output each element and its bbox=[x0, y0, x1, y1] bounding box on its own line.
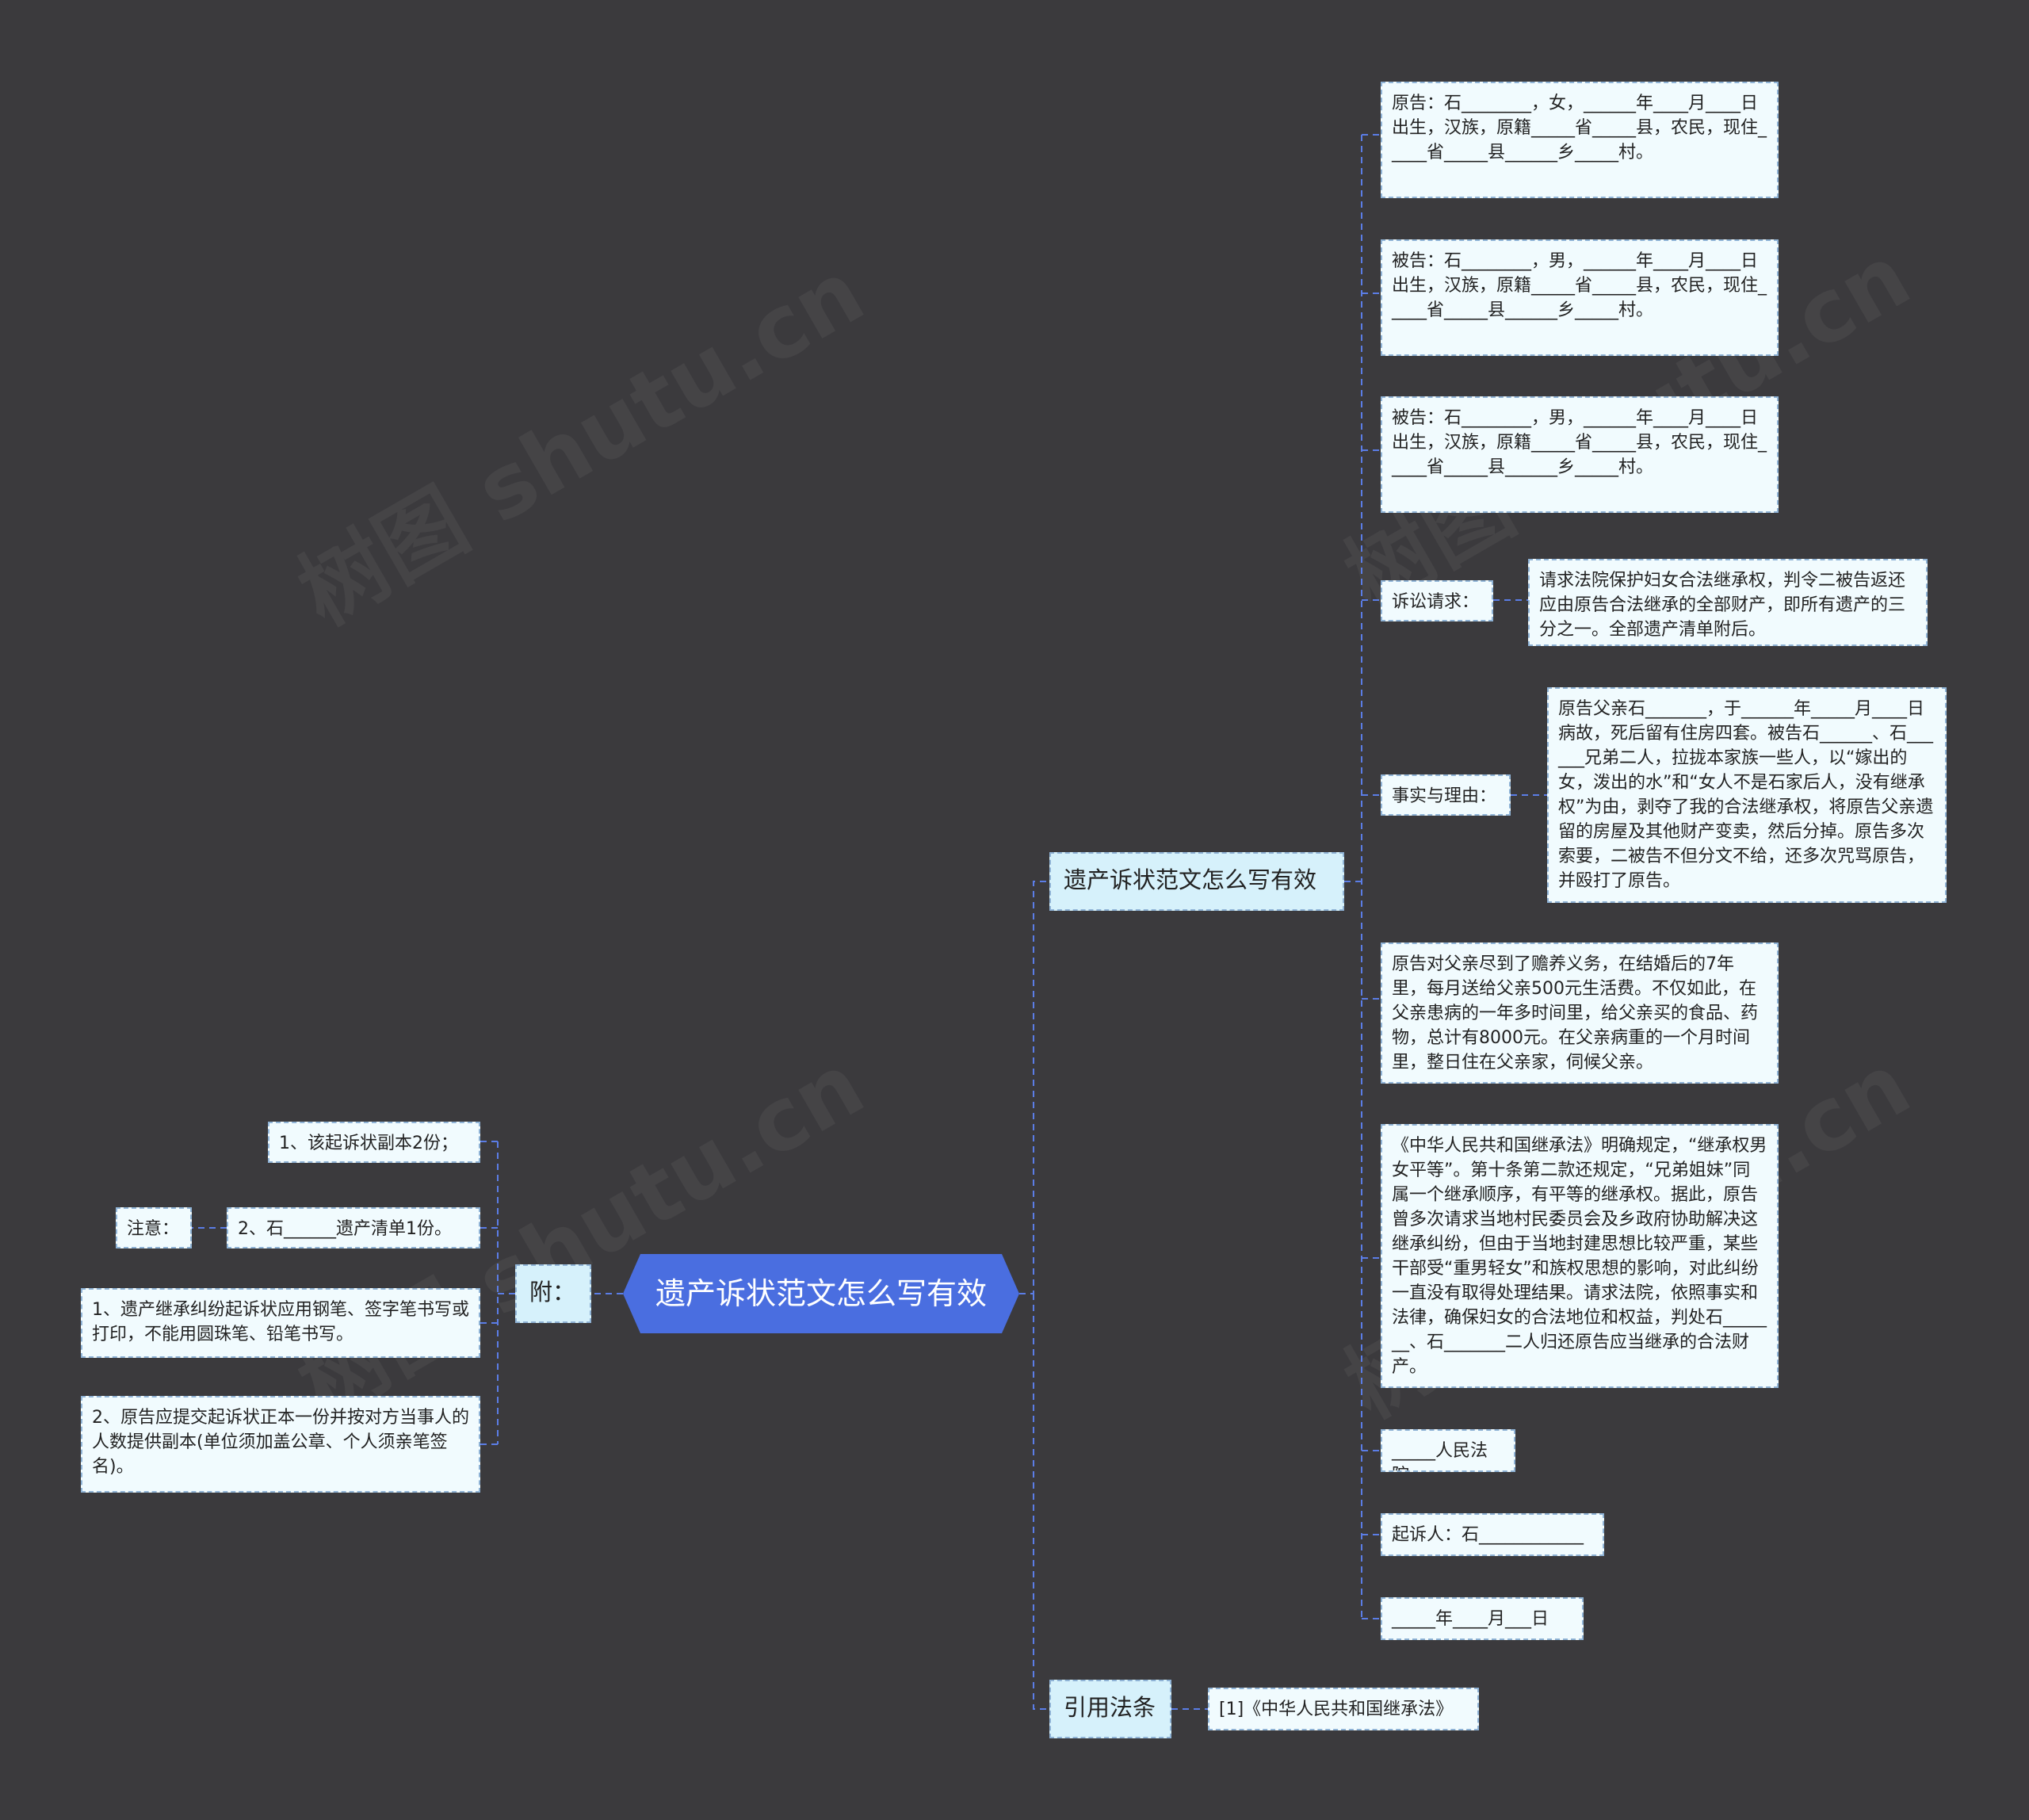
writing-requirement[interactable]: 1、遗产继承纠纷起诉状应用钢笔、签字笔书写或打印，不能用圆珠笔、铅笔书写。 bbox=[81, 1288, 480, 1358]
support-detail[interactable]: 原告对父亲尽到了赡养义务，在结婚后的7年里，每月送给父亲500元生活费。不仅如此… bbox=[1381, 942, 1779, 1084]
cited-law-item[interactable]: [1]《中华人民共和国继承法》 bbox=[1208, 1688, 1479, 1730]
law-basis-detail[interactable]: 《中华人民共和国继承法》明确规定，“继承权男女平等”。第十条第二款还规定，“兄弟… bbox=[1381, 1124, 1779, 1388]
root-node[interactable]: 遗产诉状范文怎么写有效 bbox=[623, 1254, 1019, 1333]
connector bbox=[1019, 881, 1049, 1294]
branch-appendix[interactable]: 附： bbox=[515, 1264, 591, 1323]
date-line[interactable]: _____年____月___日 bbox=[1381, 1597, 1584, 1640]
branch-lawsuit-sample[interactable]: 遗产诉状范文怎么写有效 bbox=[1049, 852, 1344, 911]
notice-label[interactable]: 注意： bbox=[116, 1207, 192, 1248]
defendant-info-1[interactable]: 被告：石________，男，______年____月____日出生，汉族，原籍… bbox=[1381, 239, 1779, 356]
branch-cited-laws[interactable]: 引用法条 bbox=[1049, 1680, 1171, 1738]
facts-detail[interactable]: 原告父亲石_______，于______年_____月____日病故，死后留有住… bbox=[1547, 687, 1947, 903]
plaintiff-signature[interactable]: 起诉人：石____________ bbox=[1381, 1513, 1604, 1556]
plaintiff-info[interactable]: 原告：石________，女，______年____月____日出生，汉族，原籍… bbox=[1381, 82, 1779, 198]
claim-detail[interactable]: 请求法院保护妇女合法继承权，判令二被告返还应由原告合法继承的全部财产，即所有遗产… bbox=[1528, 559, 1928, 646]
defendant-info-2[interactable]: 被告：石________，男，______年____月____日出生，汉族，原籍… bbox=[1381, 396, 1779, 513]
connector bbox=[1033, 1294, 1049, 1710]
facts-label[interactable]: 事实与理由： bbox=[1381, 774, 1511, 816]
appendix-item-2[interactable]: 2、石______遗产清单1份。 bbox=[227, 1207, 480, 1248]
appendix-item-1[interactable]: 1、该起诉状副本2份； bbox=[268, 1122, 480, 1163]
claim-label[interactable]: 诉讼请求： bbox=[1381, 580, 1493, 621]
court-name[interactable]: _____人民法院 bbox=[1381, 1429, 1515, 1472]
copy-requirement[interactable]: 2、原告应提交起诉状正本一份并按对方当事人的人数提供副本(单位须加盖公章、个人须… bbox=[81, 1396, 480, 1493]
